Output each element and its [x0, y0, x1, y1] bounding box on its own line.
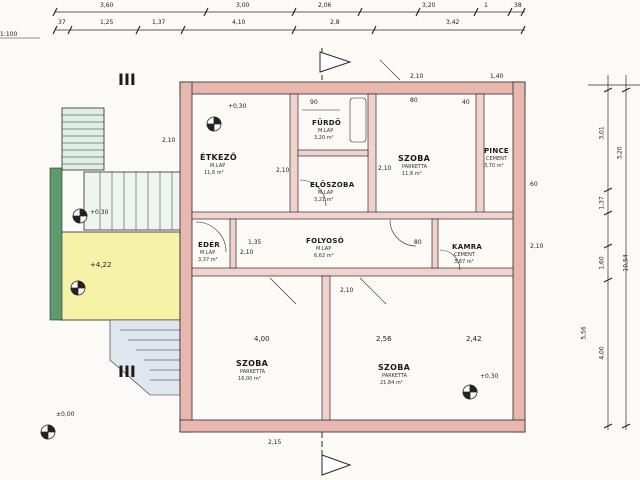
- room-pince-area: 3,70 m²: [484, 163, 504, 169]
- room-furdo-area: 3,20 m²: [314, 135, 334, 141]
- top2-dim-2: 1,25: [100, 19, 114, 26]
- room-szoba-tr-area: 11,8 m²: [402, 171, 422, 177]
- room-szoba-tr-floor: PARKETTA: [402, 164, 428, 170]
- room-folyoso-name: FOLYOSÓ: [306, 237, 344, 245]
- misc-dim-9: 60: [530, 181, 538, 188]
- scale-label: 1:100: [0, 31, 18, 38]
- bath-fixtures: [302, 97, 367, 143]
- right-dim-2: 3,20: [616, 146, 624, 160]
- section-arrows: [319, 51, 352, 476]
- level-stair: +0,30: [90, 209, 109, 216]
- room-szoba-br-floor: PARKETTA: [382, 373, 408, 379]
- top-dim-4: 3,20: [422, 2, 436, 9]
- misc-dim-7: 1,40: [490, 73, 504, 80]
- room-eder-floor: M.LAP: [200, 250, 216, 256]
- misc-dim-12: 2,10: [240, 249, 254, 256]
- room-szoba-bl-floor: PARKETTA: [240, 369, 266, 375]
- outer-walls: [179, 81, 526, 433]
- misc-dim-4: 2,10: [378, 165, 392, 172]
- room-szoba-br-area: 21,84 m²: [380, 380, 403, 386]
- top2-dim-5: 2,8: [330, 19, 340, 26]
- right-dim-3: 1,37: [598, 196, 606, 210]
- top-dim-3: 2,06: [318, 2, 332, 9]
- level-etkezo: +0,30: [228, 103, 247, 110]
- terrace-edge-wall: [49, 167, 63, 321]
- top-dim-2: 3,00: [236, 2, 250, 9]
- room-folyoso-area: 6,62 m²: [314, 253, 334, 259]
- terrace-area: [59, 231, 181, 321]
- lower-stairs: [109, 319, 181, 396]
- room-eloszoba-floor: M.LAP: [318, 190, 334, 196]
- misc-dim-6: 2,10: [410, 73, 424, 80]
- room-folyoso-floor: M.LAP: [316, 246, 332, 252]
- top2-dim-4: 4,10: [232, 19, 246, 26]
- misc-dim-3: 90: [310, 99, 318, 106]
- room-etkezo-area: 11,6 m²: [204, 170, 224, 176]
- right-dim-1: 3,01: [598, 126, 606, 140]
- right-dim-4: 1,60: [598, 256, 606, 270]
- inner-walls: [191, 93, 514, 421]
- dim-szoba-br-width2: 2,42: [466, 335, 482, 343]
- room-szoba-bl-name: SZOBA: [236, 359, 269, 368]
- right-dim-5: 10,54: [622, 254, 630, 272]
- room-etkezo-floor: M.LAP: [210, 163, 226, 169]
- room-eloszoba-area: 3,21 m²: [314, 197, 334, 203]
- room-pince-floor: CEMENT: [486, 156, 507, 162]
- room-kamra-name: KAMRA: [452, 243, 483, 251]
- room-furdo-name: FÜRDŐ: [312, 119, 342, 127]
- dim-szoba-br-width1: 2,56: [376, 335, 392, 343]
- misc-dim-8: 40: [462, 99, 470, 106]
- top-dim-5: 1: [484, 2, 488, 9]
- level-szoba-br: +0,30: [480, 373, 499, 380]
- top2-dim-3: 1,37: [152, 19, 166, 26]
- misc-dim-11: 80: [414, 239, 422, 246]
- level-ground: ±0,00: [56, 411, 75, 418]
- misc-dim-14: 2,10: [340, 287, 354, 294]
- room-kamra-floor: CEMENT: [454, 252, 475, 258]
- room-pince-name: PINCE: [484, 147, 510, 155]
- misc-dim-10: 2,10: [530, 243, 544, 250]
- dim-szoba-bl-width: 4,00: [254, 335, 270, 343]
- room-kamra-area: 3,87 m²: [454, 259, 474, 265]
- door-swings: [195, 59, 461, 305]
- section-mark-top: III: [118, 70, 136, 89]
- top2-dim-6: 3,42: [446, 19, 460, 26]
- room-furdo-floor: M.LAP: [318, 128, 334, 134]
- room-szoba-tr-name: SZOBA: [398, 154, 431, 163]
- level-markers: [40, 116, 478, 440]
- right-dim-6: 5,56: [580, 326, 588, 340]
- room-szoba-br-name: SZOBA: [378, 363, 411, 372]
- misc-dim-5: 80: [410, 97, 418, 104]
- room-eder-area: 3,37 m²: [198, 257, 218, 263]
- right-dimension-lines: [588, 75, 640, 430]
- right-dim-7: 4,00: [598, 346, 606, 360]
- top2-dim-1: 37: [58, 19, 66, 26]
- misc-dim-2: 2,10: [276, 167, 290, 174]
- misc-dim-13: 1,35: [248, 239, 262, 246]
- top-dim-6: 38: [514, 2, 522, 9]
- room-eder-name: EDÉR: [198, 241, 220, 249]
- top-dimension-lines: [0, 7, 526, 39]
- top-dim-1: 3,60: [100, 2, 114, 9]
- room-eloszoba-name: ELŐSZOBA: [310, 181, 355, 189]
- section-mark-bottom: III: [118, 362, 136, 381]
- misc-dim-15: 2,15: [268, 439, 282, 446]
- level-terrace: +4,22: [90, 261, 112, 269]
- room-szoba-bl-area: 16,00 m²: [238, 376, 261, 382]
- misc-dim-1: 2,10: [162, 137, 176, 144]
- room-etkezo-name: ÉTKEZŐ: [200, 153, 237, 162]
